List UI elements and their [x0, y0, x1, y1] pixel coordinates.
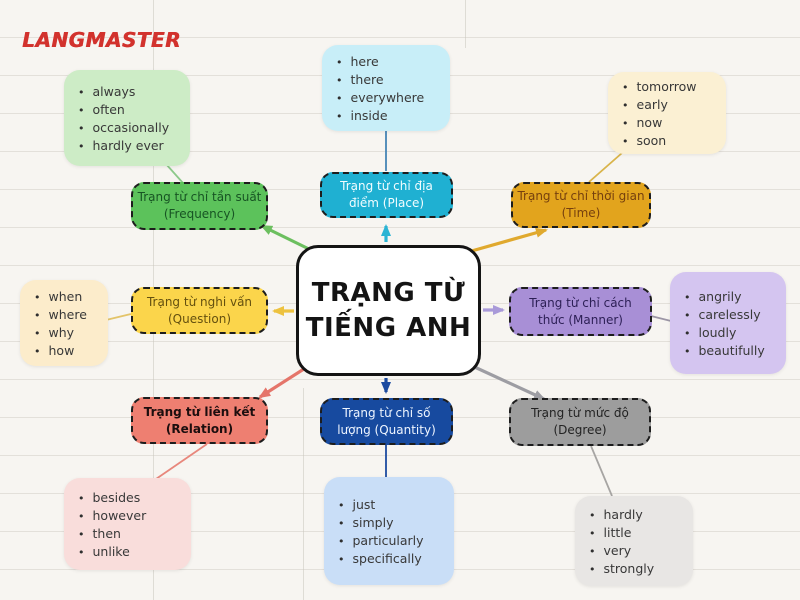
connector-manner-examples [650, 315, 672, 322]
list-item: particularly [334, 531, 444, 549]
branch-label-place: Trạng từ chỉ địa điểm (Place) [320, 172, 453, 218]
example-list: tomorrow early now soon [618, 77, 716, 149]
list-item: beautifully [680, 341, 776, 359]
example-list: just simply particularly specifically [334, 495, 444, 567]
list-item: simply [334, 513, 444, 531]
example-list: besides however then unlike [74, 488, 181, 560]
example-list: when where why how [30, 287, 98, 359]
branch-label-text: thức (Manner) [538, 312, 623, 327]
branch-label-text: Trạng từ liên kết [143, 404, 256, 419]
list-item: inside [332, 106, 440, 124]
list-item: soon [618, 131, 716, 149]
central-node-title-line2: TIẾNG ANH [305, 312, 472, 343]
branch-examples-manner: angrily carelessly loudly beautifully [670, 272, 786, 374]
branch-label-text: Trạng từ chỉ cách [529, 295, 632, 310]
branch-label-text: (Time) [561, 206, 601, 220]
grid-line-vertical [303, 388, 304, 600]
example-list: always often occasionally hardly ever [74, 82, 180, 154]
branch-examples-place: here there everywhere inside [322, 45, 450, 131]
branch-label-time: Trạng từ chỉ thời gian (Time) [511, 182, 651, 228]
list-item: strongly [585, 559, 683, 577]
branch-examples-relation: besides however then unlike [64, 478, 191, 570]
branch-label-degree: Trạng từ mức độ (Degree) [509, 398, 651, 446]
branch-examples-quantity: just simply particularly specifically [324, 477, 454, 585]
branch-examples-degree: hardly little very strongly [575, 496, 693, 586]
list-item: carelessly [680, 305, 776, 323]
branch-label-text: Trạng từ mức độ [531, 406, 629, 421]
list-item: hardly [585, 505, 683, 523]
connector-question-examples [105, 313, 132, 321]
branch-label-text: (Frequency) [163, 207, 236, 221]
langmaster-logo: LANGMASTER [22, 28, 181, 52]
branch-label-text: Trạng từ chỉ địa [340, 179, 433, 194]
list-item: occasionally [74, 118, 180, 136]
list-item: loudly [680, 323, 776, 341]
connector-relation-examples [155, 443, 208, 480]
branch-examples-frequency: always often occasionally hardly ever [64, 70, 190, 166]
branch-label-text: (Degree) [553, 423, 607, 437]
branch-label-frequency: Trạng từ chỉ tần suất (Frequency) [131, 182, 268, 230]
list-item: why [30, 323, 98, 341]
branch-label-text: Trạng từ chỉ số [342, 405, 431, 420]
branch-label-text: điểm (Place) [348, 196, 425, 210]
branch-examples-time: tomorrow early now soon [608, 72, 726, 154]
branch-label-manner: Trạng từ chỉ cách thức (Manner) [509, 287, 652, 336]
list-item: how [30, 341, 98, 359]
list-item: however [74, 506, 181, 524]
list-item: besides [74, 488, 181, 506]
branch-label-quantity: Trạng từ chỉ số lượng (Quantity) [320, 398, 453, 445]
arrow-relation [258, 365, 308, 399]
branch-label-text: (Relation) [165, 421, 234, 436]
list-item: hardly ever [74, 136, 180, 154]
list-item: where [30, 305, 98, 323]
list-item: there [332, 70, 440, 88]
branch-label-text: lượng (Quantity) [337, 422, 436, 437]
list-item: just [334, 495, 444, 513]
connector-time-examples [588, 152, 623, 183]
arrow-degree [467, 362, 546, 401]
branch-label-text: Trạng từ chỉ tần suất [137, 190, 262, 205]
example-list: hardly little very strongly [585, 505, 683, 577]
branch-label-text: Trạng từ nghi vấn [146, 294, 253, 309]
list-item: very [585, 541, 683, 559]
list-item: little [585, 523, 683, 541]
list-item: when [30, 287, 98, 305]
branch-examples-question: when where why how [20, 280, 108, 366]
branch-label-text: (Question) [167, 311, 232, 326]
list-item: always [74, 82, 180, 100]
central-node-title-line1: TRẠNG TỪ [311, 277, 466, 308]
list-item: angrily [680, 287, 776, 305]
example-list: here there everywhere inside [332, 52, 440, 124]
branch-label-question: Trạng từ nghi vấn (Question) [131, 287, 268, 334]
branch-label-relation: Trạng từ liên kết (Relation) [131, 397, 268, 444]
list-item: now [618, 113, 716, 131]
list-item: then [74, 524, 181, 542]
branch-label-text: Trạng từ chỉ thời gian [517, 189, 645, 204]
list-item: often [74, 100, 180, 118]
example-list: angrily carelessly loudly beautifully [680, 287, 776, 359]
list-item: everywhere [332, 88, 440, 106]
list-item: early [618, 95, 716, 113]
arrow-time [467, 227, 548, 254]
central-node: TRẠNG TỪ TIẾNG ANH [296, 245, 481, 376]
list-item: unlike [74, 542, 181, 560]
connector-degree-examples [590, 445, 613, 497]
list-item: specifically [334, 549, 444, 567]
list-item: tomorrow [618, 77, 716, 95]
grid-line-vertical [465, 0, 466, 48]
list-item: here [332, 52, 440, 70]
connector-frequency-examples [165, 163, 184, 184]
